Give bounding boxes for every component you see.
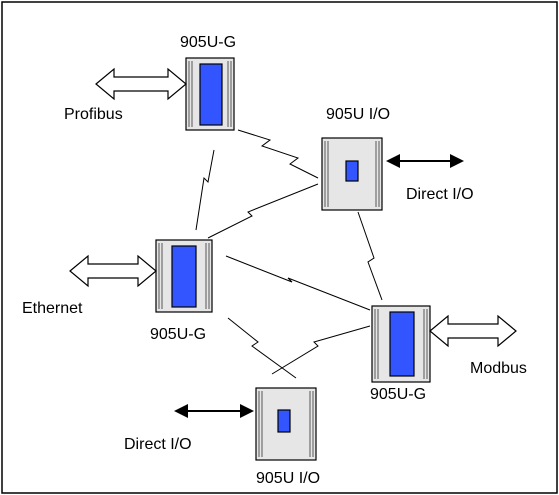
device-905u-g-top: [185, 57, 235, 131]
direct-io-right-double-arrow: [386, 154, 464, 168]
radio-link-gleft-gright: [225, 255, 371, 311]
device-label-905u-g-top: 905U-G: [180, 34, 237, 51]
device-display: [199, 63, 223, 126]
radio-link-gleft-ioright: [207, 183, 319, 239]
radio-link-iobottom-gright: [271, 325, 371, 375]
device-905u-io-bottom: [255, 387, 317, 461]
profibus-double-arrow: [95, 67, 187, 101]
device-label-905u-g-left: 905U-G: [150, 326, 207, 343]
device-display: [171, 245, 197, 308]
device-display: [277, 409, 291, 433]
device-label-905u-io-bottom: 905U I/O: [256, 470, 321, 487]
device-label-905u-g-right: 905U-G: [370, 386, 427, 403]
direct-io-bottom-double-arrow: [174, 404, 254, 418]
radio-link-gleft-iobottom: [227, 317, 297, 379]
ethernet-double-arrow: [69, 254, 157, 288]
device-display: [345, 160, 359, 182]
interface-label-ethernet: Ethernet: [22, 300, 83, 317]
device-label-905u-io-right: 905U I/O: [326, 106, 391, 123]
interface-label-profibus: Profibus: [64, 106, 123, 123]
device-905u-g-right: [371, 305, 431, 383]
radio-link-ioright-gright: [357, 211, 383, 301]
device-905u-g-left: [155, 239, 213, 313]
interface-label-direct-io-bottom: Direct I/O: [124, 436, 192, 453]
interface-label-direct-io-right: Direct I/O: [406, 186, 474, 203]
radio-link-gtop-gleft: [195, 149, 215, 231]
radio-link-gtop-ioright: [237, 129, 319, 179]
device-display: [389, 311, 415, 377]
radio-links: [195, 129, 383, 379]
interface-label-modbus: Modbus: [470, 360, 527, 377]
device-905u-io-right: [321, 137, 383, 211]
modbus-double-arrow: [429, 314, 517, 348]
